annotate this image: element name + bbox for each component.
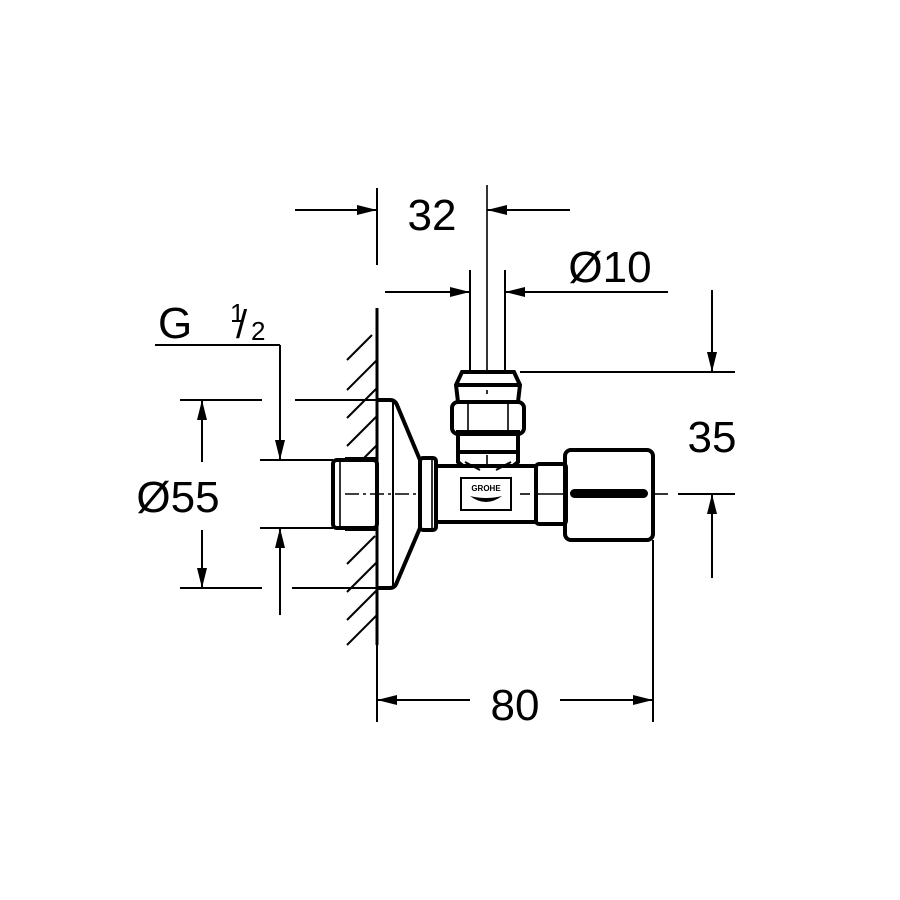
dim-label-32: 32 xyxy=(408,191,457,240)
dimension-diameter-55: Ø55 xyxy=(136,399,377,589)
dimension-32: 32 xyxy=(295,188,570,265)
dim-label-diameter-10: Ø10 xyxy=(568,243,651,292)
wall-hatching xyxy=(346,334,378,646)
thread-label-g: G xyxy=(158,299,192,348)
dim-label-80: 80 xyxy=(491,681,540,730)
valve-body: GROHE xyxy=(331,185,668,590)
dimension-80: 80 xyxy=(376,540,654,730)
thread-label-denominator: 2 xyxy=(251,316,265,346)
valve-handle-cap xyxy=(563,448,655,542)
dimension-35: 35 xyxy=(520,290,736,578)
compression-nut xyxy=(450,370,526,454)
dim-label-35: 35 xyxy=(688,413,737,462)
brand-mark-text: GROHE xyxy=(471,484,501,493)
pipe xyxy=(469,185,506,465)
dim-label-diameter-55: Ø55 xyxy=(136,473,219,522)
wall xyxy=(346,308,379,646)
grohe-logo-plate: GROHE xyxy=(460,477,512,511)
thread-label-slash: / xyxy=(236,303,248,347)
dimension-thread-g-half: G 1 / 2 xyxy=(155,298,333,615)
dimension-diameter-10: Ø10 xyxy=(385,243,668,297)
thread-label-numerator: 1 xyxy=(230,298,244,328)
